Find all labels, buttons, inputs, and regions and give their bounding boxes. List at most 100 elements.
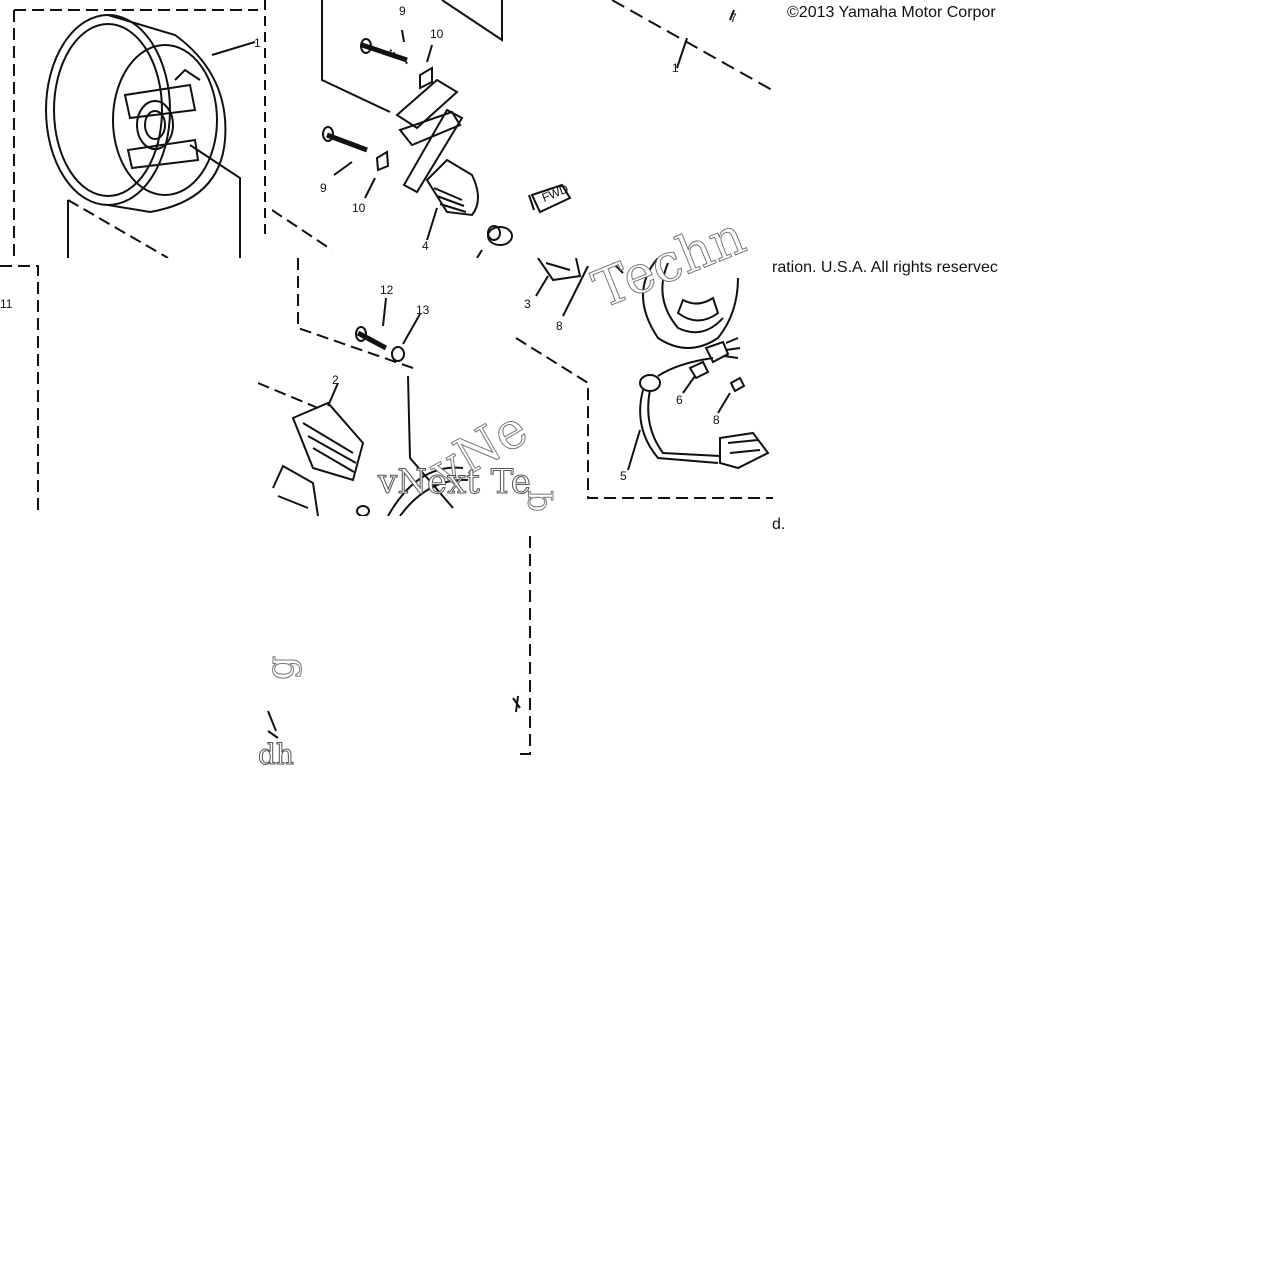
callout-1-b: 1: [672, 61, 679, 75]
frame-line-b2: [441, 0, 503, 42]
leader-8-right: [717, 392, 731, 414]
harness-connector-pins: [727, 439, 761, 454]
nut-10-top: [419, 66, 433, 90]
flywheel-outer-rim: [45, 14, 171, 206]
harness-connector: [719, 431, 770, 470]
harness-grommet-left: [639, 374, 661, 392]
tile-flywheel: 1: [0, 0, 272, 258]
stator-plate-slot: [676, 296, 720, 322]
callout-9-mid: 9: [320, 181, 327, 195]
washer-13: [391, 346, 405, 362]
base-plate-drawing: 12 13 2 3 8 5 6 8: [258, 258, 773, 516]
leader-12: [382, 297, 387, 327]
callout-6: 6: [676, 393, 683, 407]
leader-5: [627, 429, 641, 471]
leader-1-down: [189, 144, 241, 258]
tile-lower-strip: [258, 516, 533, 774]
dashed-frame-c: [0, 265, 39, 516]
leader-6: [682, 375, 696, 394]
callout-8-right: 8: [713, 413, 720, 427]
flywheel-body: [107, 14, 227, 214]
leader-10-top: [426, 44, 433, 63]
flywheel-magnet-2: [126, 138, 200, 170]
callout-10-top: 10: [430, 27, 444, 41]
tile-left-strip: 11: [0, 258, 42, 516]
charge-coil-2-windings: [302, 422, 357, 473]
callout-2: 2: [332, 373, 339, 387]
pickup-coil-4-windings: [433, 187, 467, 213]
flywheel-hub: [136, 100, 174, 150]
lower-strip-drawing: [267, 536, 531, 755]
bracket-plate-upper: [395, 78, 459, 130]
bolt-9-top-head: [360, 38, 372, 54]
lighting-coil-windings: [277, 495, 309, 509]
leader-e: [267, 710, 277, 732]
wire-tails: [723, 337, 741, 359]
leader-1-b: [676, 37, 688, 69]
screw-8-right: [729, 376, 746, 393]
dashed-frame-d3: [515, 337, 773, 499]
copyright-line-1: ©2013 Yamaha Motor Corpor: [787, 4, 996, 21]
frame-line-b1: [321, 0, 391, 113]
leader-13: [402, 313, 421, 345]
bracket-strap: [402, 108, 464, 194]
bracket-plate-lower: [398, 110, 462, 147]
pickup-coil-4: [425, 158, 479, 217]
leader-10-mid: [364, 177, 376, 199]
lighting-coil: [272, 464, 319, 516]
flywheel-magnet-1: [123, 83, 197, 120]
stator-base-arc-2: [399, 478, 469, 516]
leader-1: [211, 41, 256, 56]
spacer-collar-bore: [487, 225, 501, 241]
stator-plate-outline: [642, 258, 739, 349]
flywheel-inner-rim: [53, 23, 163, 197]
bolt-9-mid-head: [322, 126, 334, 142]
tile-pickup-bracket: 9 10 9 10 4 FWD 7 1: [272, 0, 772, 258]
flywheel-face: [112, 44, 218, 196]
callout-9-top: 9: [399, 4, 406, 18]
copyright-line-3: d.: [772, 516, 786, 533]
leader-9-mid: [333, 161, 353, 176]
dashed-shaft: [67, 199, 169, 258]
callout-4: 4: [422, 239, 429, 253]
source-coil-3: [537, 258, 582, 282]
callout-5: 5: [620, 469, 627, 483]
callout-12: 12: [380, 283, 394, 297]
clamp-6: [688, 360, 710, 380]
leader-collar: [476, 249, 483, 258]
fwd-arrow-tail: [528, 194, 535, 211]
callout-7: 7: [730, 11, 737, 25]
flywheel-hub-bore: [144, 110, 166, 140]
watermark-dh: dh: [258, 738, 295, 772]
screw-12-shank: [356, 330, 388, 351]
fwd-arrow: [530, 183, 572, 214]
flywheel-drawing: 1: [13, 0, 266, 258]
callout-3: 3: [524, 297, 531, 311]
callout-13: 13: [416, 303, 430, 317]
leader-3: [535, 275, 549, 297]
small-fastener: [512, 695, 521, 713]
watermark-q: q: [515, 490, 556, 513]
bolt-9-mid-shank: [326, 132, 368, 153]
callout-1: 1: [254, 36, 261, 50]
leader-2: [327, 382, 339, 407]
pickup-bracket-drawing: 9 10 9 10 4 FWD 7 1: [272, 0, 772, 258]
watermark-vnext-te: vNext Te: [378, 462, 532, 503]
leader-8-left: [562, 265, 589, 317]
screw-8-left: [612, 262, 624, 274]
wire-lead-upper: [657, 357, 714, 377]
dashed-frame-e: [516, 536, 531, 755]
fwd-label: FWD: [540, 181, 571, 204]
leader-e-foot: [267, 730, 279, 739]
charge-coil-2: [291, 401, 365, 482]
screw-12-head: [355, 326, 367, 342]
nut-10-mid: [375, 150, 390, 172]
leader-7: [729, 9, 735, 21]
flywheel-rib: [174, 68, 201, 81]
wire-harness-5-inner: [647, 389, 721, 457]
tile-base-plate: 12 13 2 3 8 5 6 8: [258, 258, 773, 516]
left-strip-drawing: 11: [0, 265, 39, 516]
wire-harness-5: [639, 389, 719, 464]
source-coil-3-windings: [545, 262, 571, 271]
